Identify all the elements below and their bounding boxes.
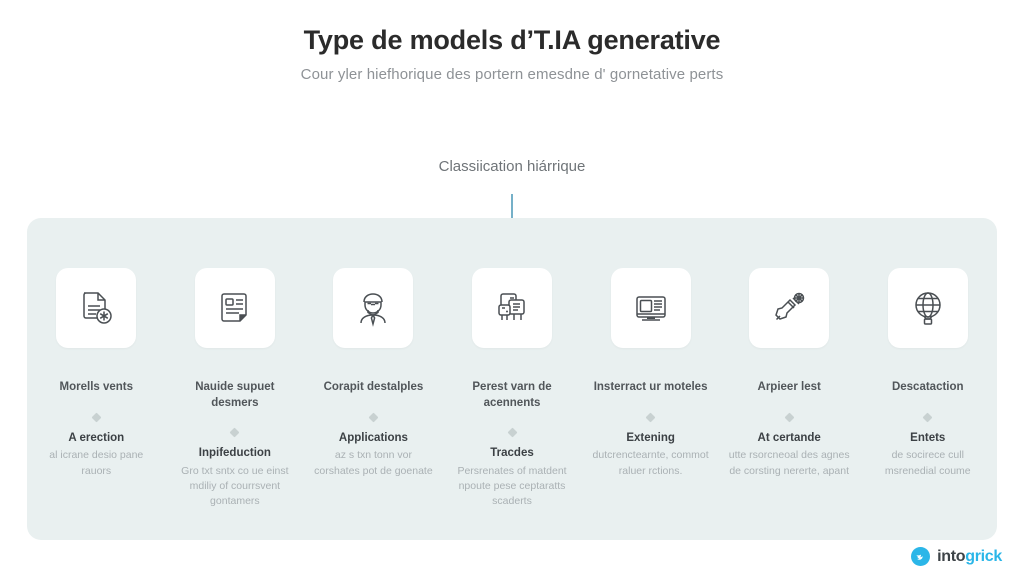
icon-card-5[interactable] [610,268,691,348]
column-6[interactable]: Arpieer lest At certande utte rsorcneoal… [720,218,859,540]
icon-card-1[interactable] [56,268,137,348]
leaf-body-1: al icrane desio pane rauors [49,449,144,477]
diamond-marker-1 [91,412,102,422]
icon-card-3[interactable] [333,268,414,348]
diamond-marker-7 [922,412,933,422]
column-7[interactable]: Descataction Entets de socirece cull msr… [858,218,997,540]
columns-container: Morells vents A erection al icrane desio… [27,218,997,540]
leaf-title-5: Extening [626,431,675,444]
leaf-title-4: Tracdes [490,447,534,460]
header: Type de models d’T.IA generative Cour yl… [0,0,1024,83]
diamond-marker-6 [784,412,795,422]
document-star-icon [83,292,113,324]
icon-card-6[interactable] [749,268,830,348]
leaf-title-6: At certande [757,431,821,444]
node-label-6: Arpieer lest [757,381,821,393]
monitor-screen-icon [635,296,666,321]
node-label-1: Morells vents [59,381,134,393]
leaf-body-7: de socirece cull msrenedial coume [884,449,971,477]
root-node-label: Classiication hiárrique [438,158,586,175]
column-5[interactable]: Insterract ur moteles Extening dutcrenct… [581,218,720,540]
logo-text-first: into [937,547,966,565]
node-label-2: Nauide supuet desmers [195,381,275,409]
panels-stack-icon [498,293,525,320]
column-2[interactable]: Nauide supuet desmers Inpifeduction Gro … [166,218,305,540]
logo-wordmark: intogrick [937,548,1002,566]
column-4[interactable]: Perest varn de acennents Tracdes Persren… [443,218,582,540]
leaf-body-2: Gro txt sntx co ue einst mdiliy of courr… [181,464,289,508]
leaf-title-2: Inpifeduction [198,447,271,460]
node-label-3: Corapit destalples [323,381,424,393]
logo-text-second: grick [965,547,1002,565]
column-1[interactable]: Morells vents A erection al icrane desio… [27,218,166,540]
diamond-marker-2 [229,427,240,438]
node-label-4: Perest varn de acennents [472,381,552,409]
page-subtitle: Cour yler hiefhorique des portern emesdn… [300,66,724,84]
icon-card-7[interactable] [887,268,968,348]
icon-card-4[interactable] [472,268,553,348]
leaf-body-6: utte rsorcneoal des agnes de corsting ne… [728,449,850,477]
page-title: Type de models d’T.IA generative [303,25,721,55]
node-label-5: Insterract ur moteles [593,381,708,393]
leaf-title-3: Applications [338,431,408,444]
leaf-body-3: az s txn tonn vor corshates pot de goena… [314,449,433,477]
diamond-marker-5 [645,412,656,422]
flask-gear-icon [775,292,805,321]
diamond-marker-3 [368,412,379,422]
brand-logo[interactable]: intogrick [911,547,1002,566]
document-lines-icon [221,293,247,322]
node-label-7: Descataction [891,381,964,393]
column-3[interactable]: Corapit destalples Applications az s txn… [304,218,443,540]
leaf-title-1: A erection [68,431,125,444]
bird-glyph [916,554,923,560]
leaf-title-7: Entets [910,431,946,444]
icon-card-2[interactable] [194,268,275,348]
leaf-body-5: dutcrenctearnte, commot raluer rctions. [592,449,709,477]
globe-balloon-icon [915,292,941,325]
leaf-body-4: Persrenates of matdent npoute pese cepta… [457,464,567,508]
bird-badge-icon [911,547,931,566]
diamond-marker-4 [507,427,517,438]
person-avatar-icon [360,293,387,327]
